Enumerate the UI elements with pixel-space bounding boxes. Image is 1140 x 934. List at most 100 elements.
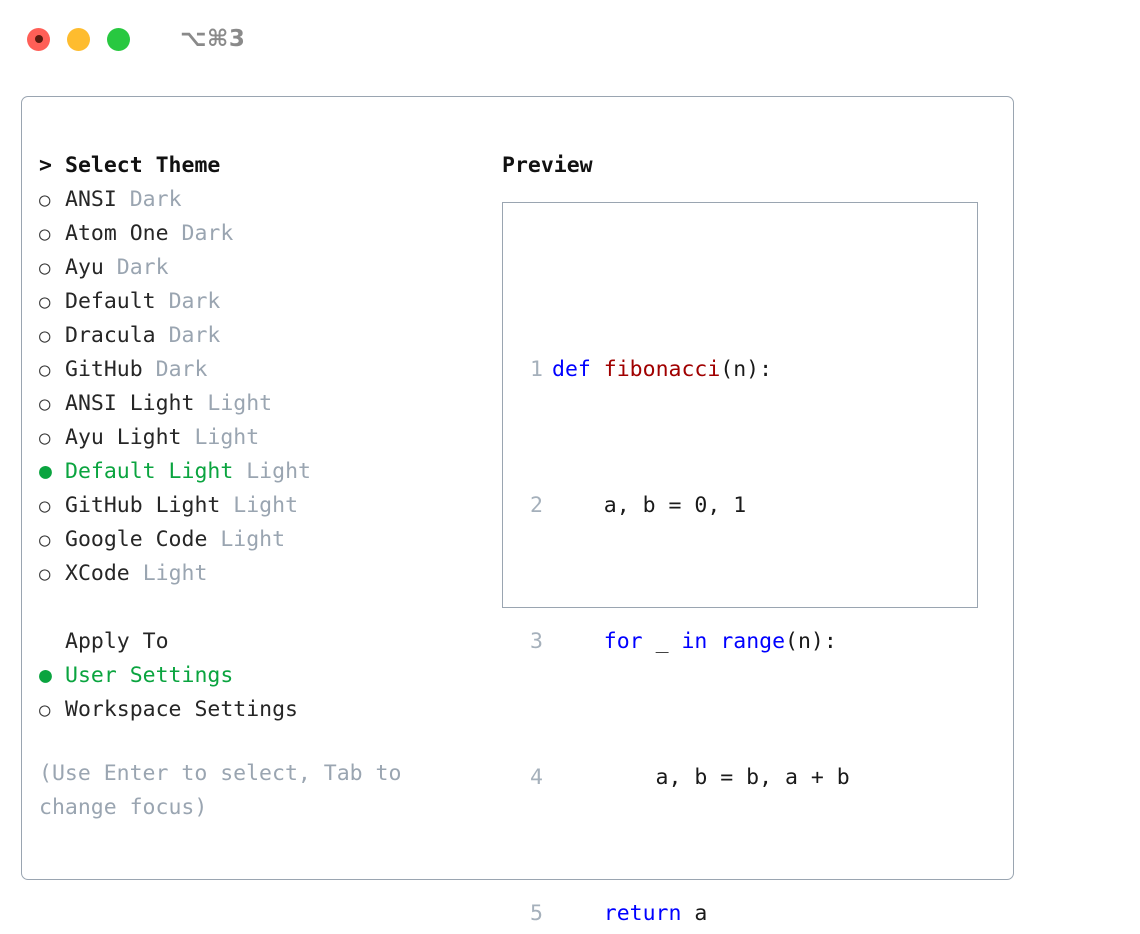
theme-option-label: ANSI — [65, 187, 117, 212]
maximize-button-icon[interactable] — [107, 27, 130, 51]
theme-option-category-label: Light — [233, 493, 299, 518]
theme-option-category-label: Light — [207, 391, 273, 416]
spacer — [207, 523, 220, 557]
radio-unselected-icon[interactable]: ○ — [39, 563, 51, 585]
line-number: 2 — [530, 493, 543, 518]
code-token — [707, 629, 720, 654]
apply-to-option-workspace-settings[interactable]: ○ Workspace Settings — [39, 693, 479, 727]
preview-title: Preview — [502, 153, 593, 178]
minimize-button-icon[interactable] — [67, 27, 90, 51]
apply-to-option-label: User Settings — [65, 663, 234, 688]
apply-to-header: ○ Apply To — [39, 625, 479, 659]
theme-option-github-dark[interactable]: ○ GitHub Dark — [39, 353, 479, 387]
radio-unselected-icon[interactable]: ○ — [39, 223, 51, 245]
keyboard-hint-text: (Use Enter to select, Tab to change focu… — [39, 761, 402, 820]
radio-unselected-icon[interactable]: ○ — [39, 427, 51, 449]
spacer — [233, 455, 246, 489]
code-token: fibonacci — [603, 357, 721, 382]
radio-unselected-icon[interactable]: ○ — [39, 529, 51, 551]
radio-selected-icon[interactable]: ● — [39, 459, 52, 484]
theme-option-dracula-dark[interactable]: ○ Dracula Dark — [39, 319, 479, 353]
apply-to-header-label: Apply To — [65, 629, 169, 654]
radio-unselected-icon[interactable]: ○ — [39, 699, 51, 721]
spacer — [182, 421, 195, 455]
radio-unselected-icon[interactable]: ○ — [39, 257, 51, 279]
spacer — [143, 353, 156, 387]
apply-to-option-user-settings[interactable]: ● User Settings — [39, 659, 479, 693]
code-token: a — [681, 901, 708, 926]
code-token: return — [603, 901, 682, 926]
theme-option-github-light[interactable]: ○ GitHub Light Light — [39, 489, 479, 523]
theme-option-category-label: Light — [194, 425, 260, 450]
code-line: 4 a, b = b, a + b — [521, 761, 889, 795]
title-bar: ⌥⌘3 — [0, 0, 1140, 78]
spacer — [220, 489, 233, 523]
section-divider — [39, 591, 479, 625]
line-number: 3 — [530, 629, 543, 654]
spacer — [169, 217, 182, 251]
theme-option-category — [117, 183, 130, 217]
theme-option-label: Default — [65, 289, 156, 314]
theme-option-category-label: Light — [246, 459, 311, 484]
theme-option-default-light[interactable]: ● Default Light Light — [39, 455, 479, 489]
radio-unselected-icon[interactable]: ○ — [39, 291, 51, 313]
close-button-icon[interactable] — [27, 27, 50, 51]
code-token — [552, 629, 604, 654]
code-token: (n): — [785, 629, 837, 654]
spacer — [156, 319, 169, 353]
theme-option-ansi-light[interactable]: ○ ANSI Light Light — [39, 387, 479, 421]
theme-list-header: > Select Theme — [39, 149, 479, 183]
keyboard-shortcut-label: ⌥⌘3 — [180, 26, 246, 52]
spacer — [104, 251, 117, 285]
theme-option-category-label: Light — [220, 527, 286, 552]
theme-selector-column: > Select Theme ○ ANSI Dark ○ Atom One Da… — [39, 149, 479, 825]
theme-option-label: GitHub Light — [65, 493, 221, 518]
spacer — [130, 557, 143, 591]
theme-option-label: ANSI Light — [65, 391, 195, 416]
theme-option-category-label: Dark — [129, 187, 182, 212]
radio-unselected-icon[interactable]: ○ — [39, 325, 51, 347]
theme-option-ayu-light[interactable]: ○ Ayu Light Light — [39, 421, 479, 455]
theme-option-label: Default Light — [65, 459, 234, 484]
theme-option-category-label: Dark — [168, 289, 221, 314]
theme-option-label: Dracula — [65, 323, 156, 348]
window-controls — [27, 27, 130, 51]
theme-option-atom-one-dark[interactable]: ○ Atom One Dark — [39, 217, 479, 251]
theme-option-category-label: Dark — [155, 357, 208, 382]
code-token: def — [552, 357, 591, 382]
theme-option-category-label: Dark — [168, 323, 221, 348]
radio-unselected-icon[interactable]: ○ — [39, 495, 51, 517]
main-panel: > Select Theme ○ ANSI Dark ○ Atom One Da… — [21, 96, 1014, 926]
radio-unselected-icon[interactable]: ○ — [39, 189, 51, 211]
theme-option-label: GitHub — [65, 357, 143, 382]
radio-unselected-icon[interactable]: ○ — [39, 393, 51, 415]
theme-option-label: Ayu Light — [65, 425, 182, 450]
code-token — [591, 357, 604, 382]
theme-option-label: Ayu — [65, 255, 104, 280]
line-number: 1 — [530, 357, 543, 382]
radio-unselected-icon[interactable]: ○ — [39, 359, 51, 381]
theme-option-default-dark[interactable]: ○ Default Dark — [39, 285, 479, 319]
code-line: 3 for _ in range(n): — [521, 625, 889, 659]
theme-option-google-code[interactable]: ○ Google Code Light — [39, 523, 479, 557]
theme-list-header-label: Select Theme — [65, 153, 221, 178]
line-number: 5 — [530, 901, 543, 926]
code-token: _ — [642, 629, 682, 654]
theme-option-category-label: Light — [142, 561, 208, 586]
radio-selected-icon[interactable]: ● — [39, 663, 52, 688]
theme-option-xcode[interactable]: ○ XCode Light — [39, 557, 479, 591]
code-token: a, b = 0, 1 — [552, 493, 747, 518]
theme-option-category-label: Dark — [181, 221, 234, 246]
code-line: 1 def fibonacci(n): — [521, 353, 889, 387]
theme-option-ayu-dark[interactable]: ○ Ayu Dark — [39, 251, 479, 285]
code-token — [552, 901, 604, 926]
no-marker-icon: ○ — [39, 625, 65, 659]
theme-option-label: Google Code — [65, 527, 208, 552]
code-token: (n): — [720, 357, 773, 382]
theme-option-ansi-dark[interactable]: ○ ANSI Dark — [39, 183, 479, 217]
code-token: range — [720, 629, 786, 654]
theme-option-label: Atom One — [65, 221, 169, 246]
